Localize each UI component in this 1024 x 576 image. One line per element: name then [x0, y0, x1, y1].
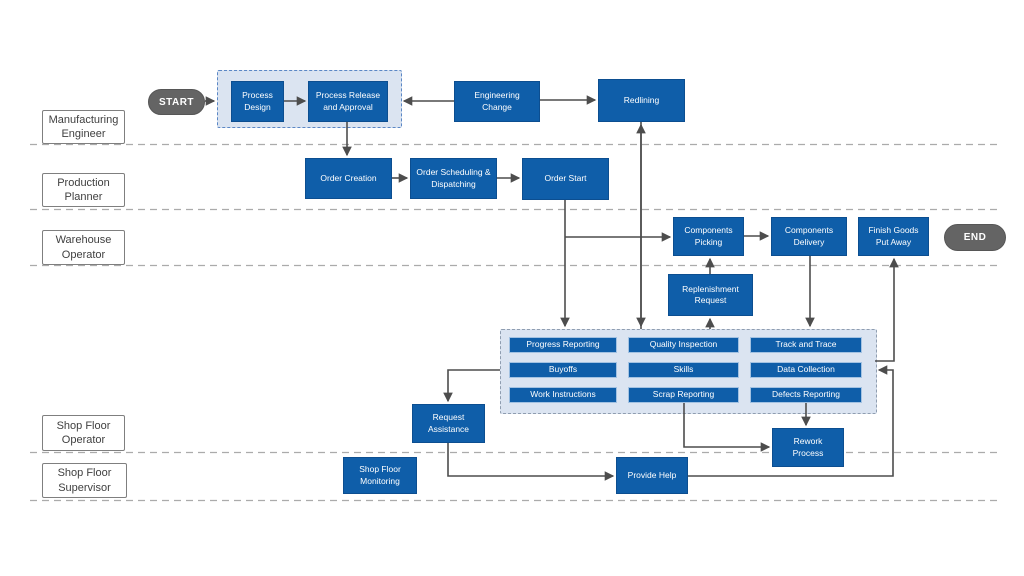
- node-label: Rework Process: [792, 436, 824, 458]
- node-label: Track and Trace: [775, 339, 837, 350]
- node-process-release-and-approval: Process Release and Approval: [308, 81, 388, 122]
- lane-label-text: Shop Floor Supervisor: [57, 467, 112, 494]
- node-label: Provide Help: [627, 469, 677, 480]
- node-order-creation: Order Creation: [305, 158, 392, 199]
- connector-group-to-request-assistance: [443, 369, 500, 403]
- node-track-and-trace: Track and Trace: [750, 337, 862, 353]
- node-quality-inspection: Quality Inspection: [628, 337, 739, 353]
- node-replenishment-request: Replenishment Request: [668, 274, 753, 316]
- node-data-collection: Data Collection: [750, 362, 862, 378]
- node-label: Scrap Reporting: [652, 389, 715, 400]
- node-label: Components Picking: [684, 225, 733, 247]
- node-defects-reporting: Defects Reporting: [750, 387, 862, 403]
- node-order-scheduling-dispatching: Order Scheduling & Dispatching: [410, 158, 497, 199]
- lane-label-text: Manufacturing Engineer: [48, 113, 119, 140]
- node-label: Order Creation: [320, 172, 377, 183]
- lane-label-text: Warehouse Operator: [55, 234, 112, 261]
- end-label: END: [963, 232, 987, 243]
- node-buyoffs: Buyoffs: [509, 362, 617, 378]
- node-shop-floor-monitoring: Shop Floor Monitoring: [343, 457, 417, 494]
- node-label: Skills: [673, 364, 694, 375]
- node-label: Request Assistance: [427, 412, 470, 434]
- node-scrap-reporting: Scrap Reporting: [628, 387, 739, 403]
- node-label: Process Release and Approval: [315, 90, 381, 112]
- node-label: Components Delivery: [784, 225, 834, 247]
- node-work-instructions: Work Instructions: [509, 387, 617, 403]
- lane-label-shop-floor-supervisor: Shop Floor Supervisor: [42, 463, 127, 498]
- node-label: Order Scheduling & Dispatching: [416, 167, 491, 189]
- node-label: Process Design: [242, 90, 273, 112]
- end-terminal: END: [944, 224, 1006, 251]
- node-skills: Skills: [628, 362, 739, 378]
- node-finish-goods-put-away: Finish Goods Put Away: [858, 217, 929, 256]
- node-label: Shop Floor Monitoring: [359, 464, 401, 486]
- lane-label-shop-floor-operator: Shop Floor Operator: [42, 415, 125, 451]
- node-progress-reporting: Progress Reporting: [509, 337, 617, 353]
- lane-label-warehouse-operator: Warehouse Operator: [42, 230, 125, 265]
- node-label: Buyoffs: [548, 364, 578, 375]
- node-engineering-change: Engineering Change: [454, 81, 540, 122]
- node-label: Replenishment Request: [682, 283, 739, 305]
- start-label: START: [158, 96, 195, 108]
- node-label: Work Instructions: [530, 389, 596, 400]
- start-terminal: START: [148, 89, 205, 115]
- lane-label-production-planner: Production Planner: [42, 173, 125, 207]
- lane-label-manufacturing-engineer: Manufacturing Engineer: [42, 110, 125, 144]
- connector-request-assistance-to-provide-help: [447, 443, 615, 481]
- node-label: Finish Goods Put Away: [868, 225, 919, 247]
- node-label: Progress Reporting: [526, 339, 600, 350]
- lane-dividers: [30, 143, 1002, 502]
- node-redlining: Redlining: [598, 79, 685, 122]
- node-label: Data Collection: [777, 364, 835, 375]
- node-label: Quality Inspection: [649, 339, 718, 350]
- node-components-delivery: Components Delivery: [771, 217, 847, 256]
- node-order-start: Order Start: [522, 158, 609, 200]
- node-components-picking: Components Picking: [673, 217, 744, 256]
- lane-label-text: Shop Floor Operator: [56, 419, 111, 446]
- node-process-design: Process Design: [231, 81, 284, 122]
- node-rework-process: Rework Process: [772, 428, 844, 467]
- node-provide-help: Provide Help: [616, 457, 688, 494]
- node-label: Engineering Change: [474, 90, 520, 112]
- connector-group-to-finish-goods: [875, 257, 899, 362]
- node-label: Order Start: [544, 173, 587, 184]
- node-label: Redlining: [623, 94, 660, 105]
- lane-label-text: Production Planner: [57, 176, 110, 203]
- node-label: Defects Reporting: [771, 389, 841, 400]
- node-request-assistance: Request Assistance: [412, 404, 485, 443]
